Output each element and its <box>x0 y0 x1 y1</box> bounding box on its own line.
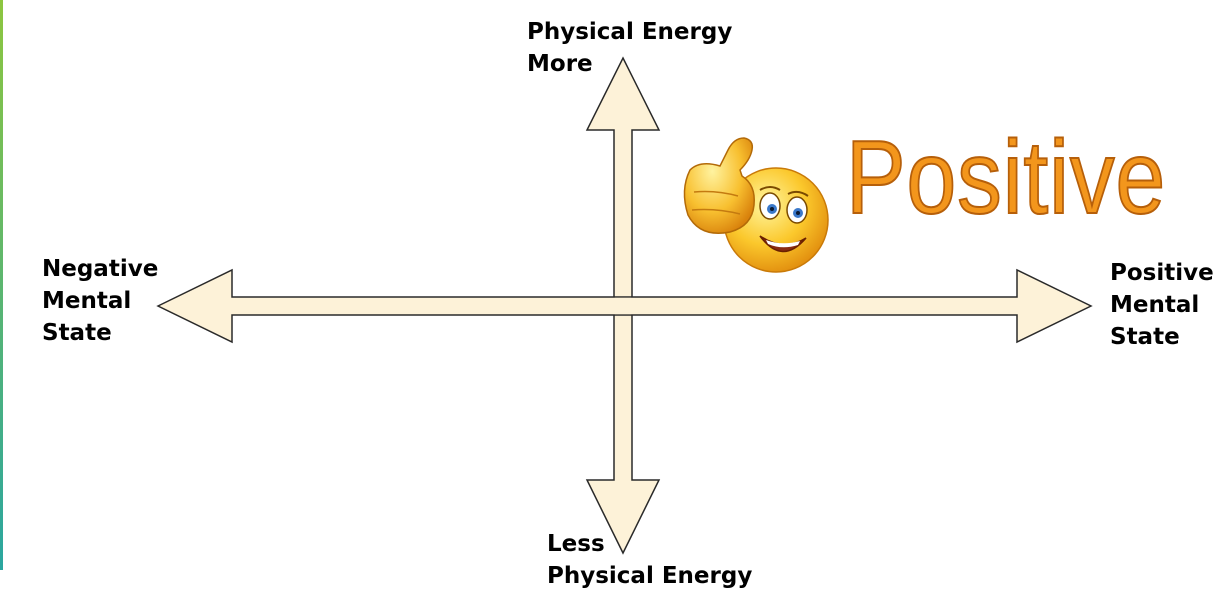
thumbs-up-smiley-icon <box>683 137 829 273</box>
axis-intersection <box>614 297 632 315</box>
right-axis-label: Positive Mental State <box>1110 257 1214 353</box>
right-axis-label-line3: State <box>1110 324 1180 350</box>
left-axis-label-line1: Negative <box>42 256 159 282</box>
top-axis-label: Physical Energy More <box>527 16 732 80</box>
left-axis-label-line3: State <box>42 320 112 346</box>
bottom-axis-label-line1: Less <box>547 531 605 557</box>
left-axis-label-line2: Mental <box>42 288 132 314</box>
top-axis-label-line1: Physical Energy <box>527 19 733 45</box>
right-axis-label-line2: Mental <box>1110 292 1200 318</box>
left-accent-rule <box>0 0 3 570</box>
top-axis-label-line2: More <box>527 51 593 77</box>
bottom-axis-label-line2: Physical Energy <box>547 563 753 589</box>
bottom-axis-label: Less Physical Energy <box>547 528 752 592</box>
left-axis-label: Negative Mental State <box>42 253 158 349</box>
right-axis-label-line1: Positive <box>1110 260 1214 286</box>
quadrant-word: Positive <box>845 119 1167 237</box>
